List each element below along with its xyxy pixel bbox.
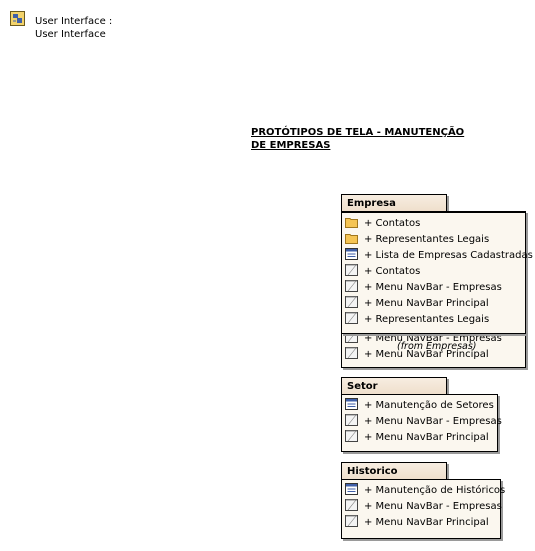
item-label: + Menu NavBar Principal — [364, 349, 489, 360]
list-item[interactable]: + Representantes Legais — [345, 312, 489, 328]
screen-icon — [345, 398, 358, 410]
element-icon — [345, 264, 358, 276]
list-item[interactable]: + Menu NavBar Principal — [345, 296, 489, 312]
element-icon — [345, 499, 358, 511]
package-tab: Historico — [341, 462, 447, 479]
element-icon — [345, 312, 358, 324]
list-item[interactable]: + Menu NavBar Principal — [345, 347, 489, 363]
item-label: + Menu NavBar Principal — [364, 298, 489, 309]
item-label: + Manutenção de Setores — [364, 400, 494, 411]
package-body: + Manutenção de Setores + Menu NavBar - … — [341, 394, 502, 452]
item-label: + Menu NavBar - Empresas — [364, 416, 502, 427]
item-label: + Representantes Legais — [364, 234, 490, 245]
element-icon — [345, 296, 358, 308]
element-icon — [345, 414, 358, 426]
ui-element-icon — [10, 11, 25, 26]
list-item[interactable]: + Menu NavBar Principal — [345, 430, 489, 446]
folder-icon — [345, 232, 358, 244]
list-item[interactable]: + Lista de Empresas Cadastradas — [345, 248, 533, 264]
expanded-contents: + Contatos + Representantes Legais + Lis… — [341, 212, 533, 334]
element-icon — [345, 430, 358, 442]
item-label: + Menu NavBar - Empresas — [364, 501, 502, 512]
from-label: (from Empresas) — [397, 341, 477, 352]
item-label: + Lista de Empresas Cadastradas — [364, 250, 533, 261]
package-tab: Setor — [341, 377, 447, 394]
item-label: + Manutenção de Históricos — [364, 485, 506, 496]
item-label: + Menu NavBar - Empresas — [364, 333, 502, 344]
item-label: + Contatos — [364, 266, 421, 277]
header-line-2: User Interface — [35, 29, 106, 40]
element-icon — [345, 515, 358, 527]
item-label: + Contatos — [364, 218, 421, 229]
list-item[interactable]: + Representantes Legais — [345, 232, 489, 248]
item-label: + Menu NavBar Principal — [364, 517, 489, 528]
list-item[interactable]: + Menu NavBar - Empresas — [345, 499, 502, 515]
list-item[interactable]: + Contatos — [345, 264, 420, 280]
list-item[interactable]: + Manutenção de Históricos — [345, 483, 505, 499]
package-tab: Empresa — [341, 194, 447, 211]
folder-icon — [345, 216, 358, 228]
list-item[interactable]: + Manutenção de Setores — [345, 398, 494, 414]
header-line-1: User Interface : — [35, 16, 113, 27]
item-label: + Menu NavBar Principal — [364, 432, 489, 443]
item-label: + Representantes Legais — [364, 314, 490, 325]
list-item[interactable]: + Menu NavBar - Empresas — [345, 414, 502, 430]
element-icon — [345, 280, 358, 292]
list-item[interactable]: + Menu NavBar Principal — [345, 515, 489, 531]
header-text: User Interface : User Interface — [35, 15, 112, 41]
package-body: + Manutenção de Históricos + Menu NavBar… — [341, 479, 505, 539]
screen-icon — [345, 483, 358, 495]
element-icon — [345, 347, 358, 359]
item-label: + Menu NavBar - Empresas — [364, 282, 502, 293]
list-item[interactable]: + Menu NavBar - Empresas — [345, 280, 502, 296]
diagram-title: PROTÓTIPOS DE TELA - MANUTENÇÃO DE EMPRE… — [251, 127, 465, 151]
screen-icon — [345, 248, 358, 260]
list-item[interactable]: + Contatos — [345, 216, 420, 232]
